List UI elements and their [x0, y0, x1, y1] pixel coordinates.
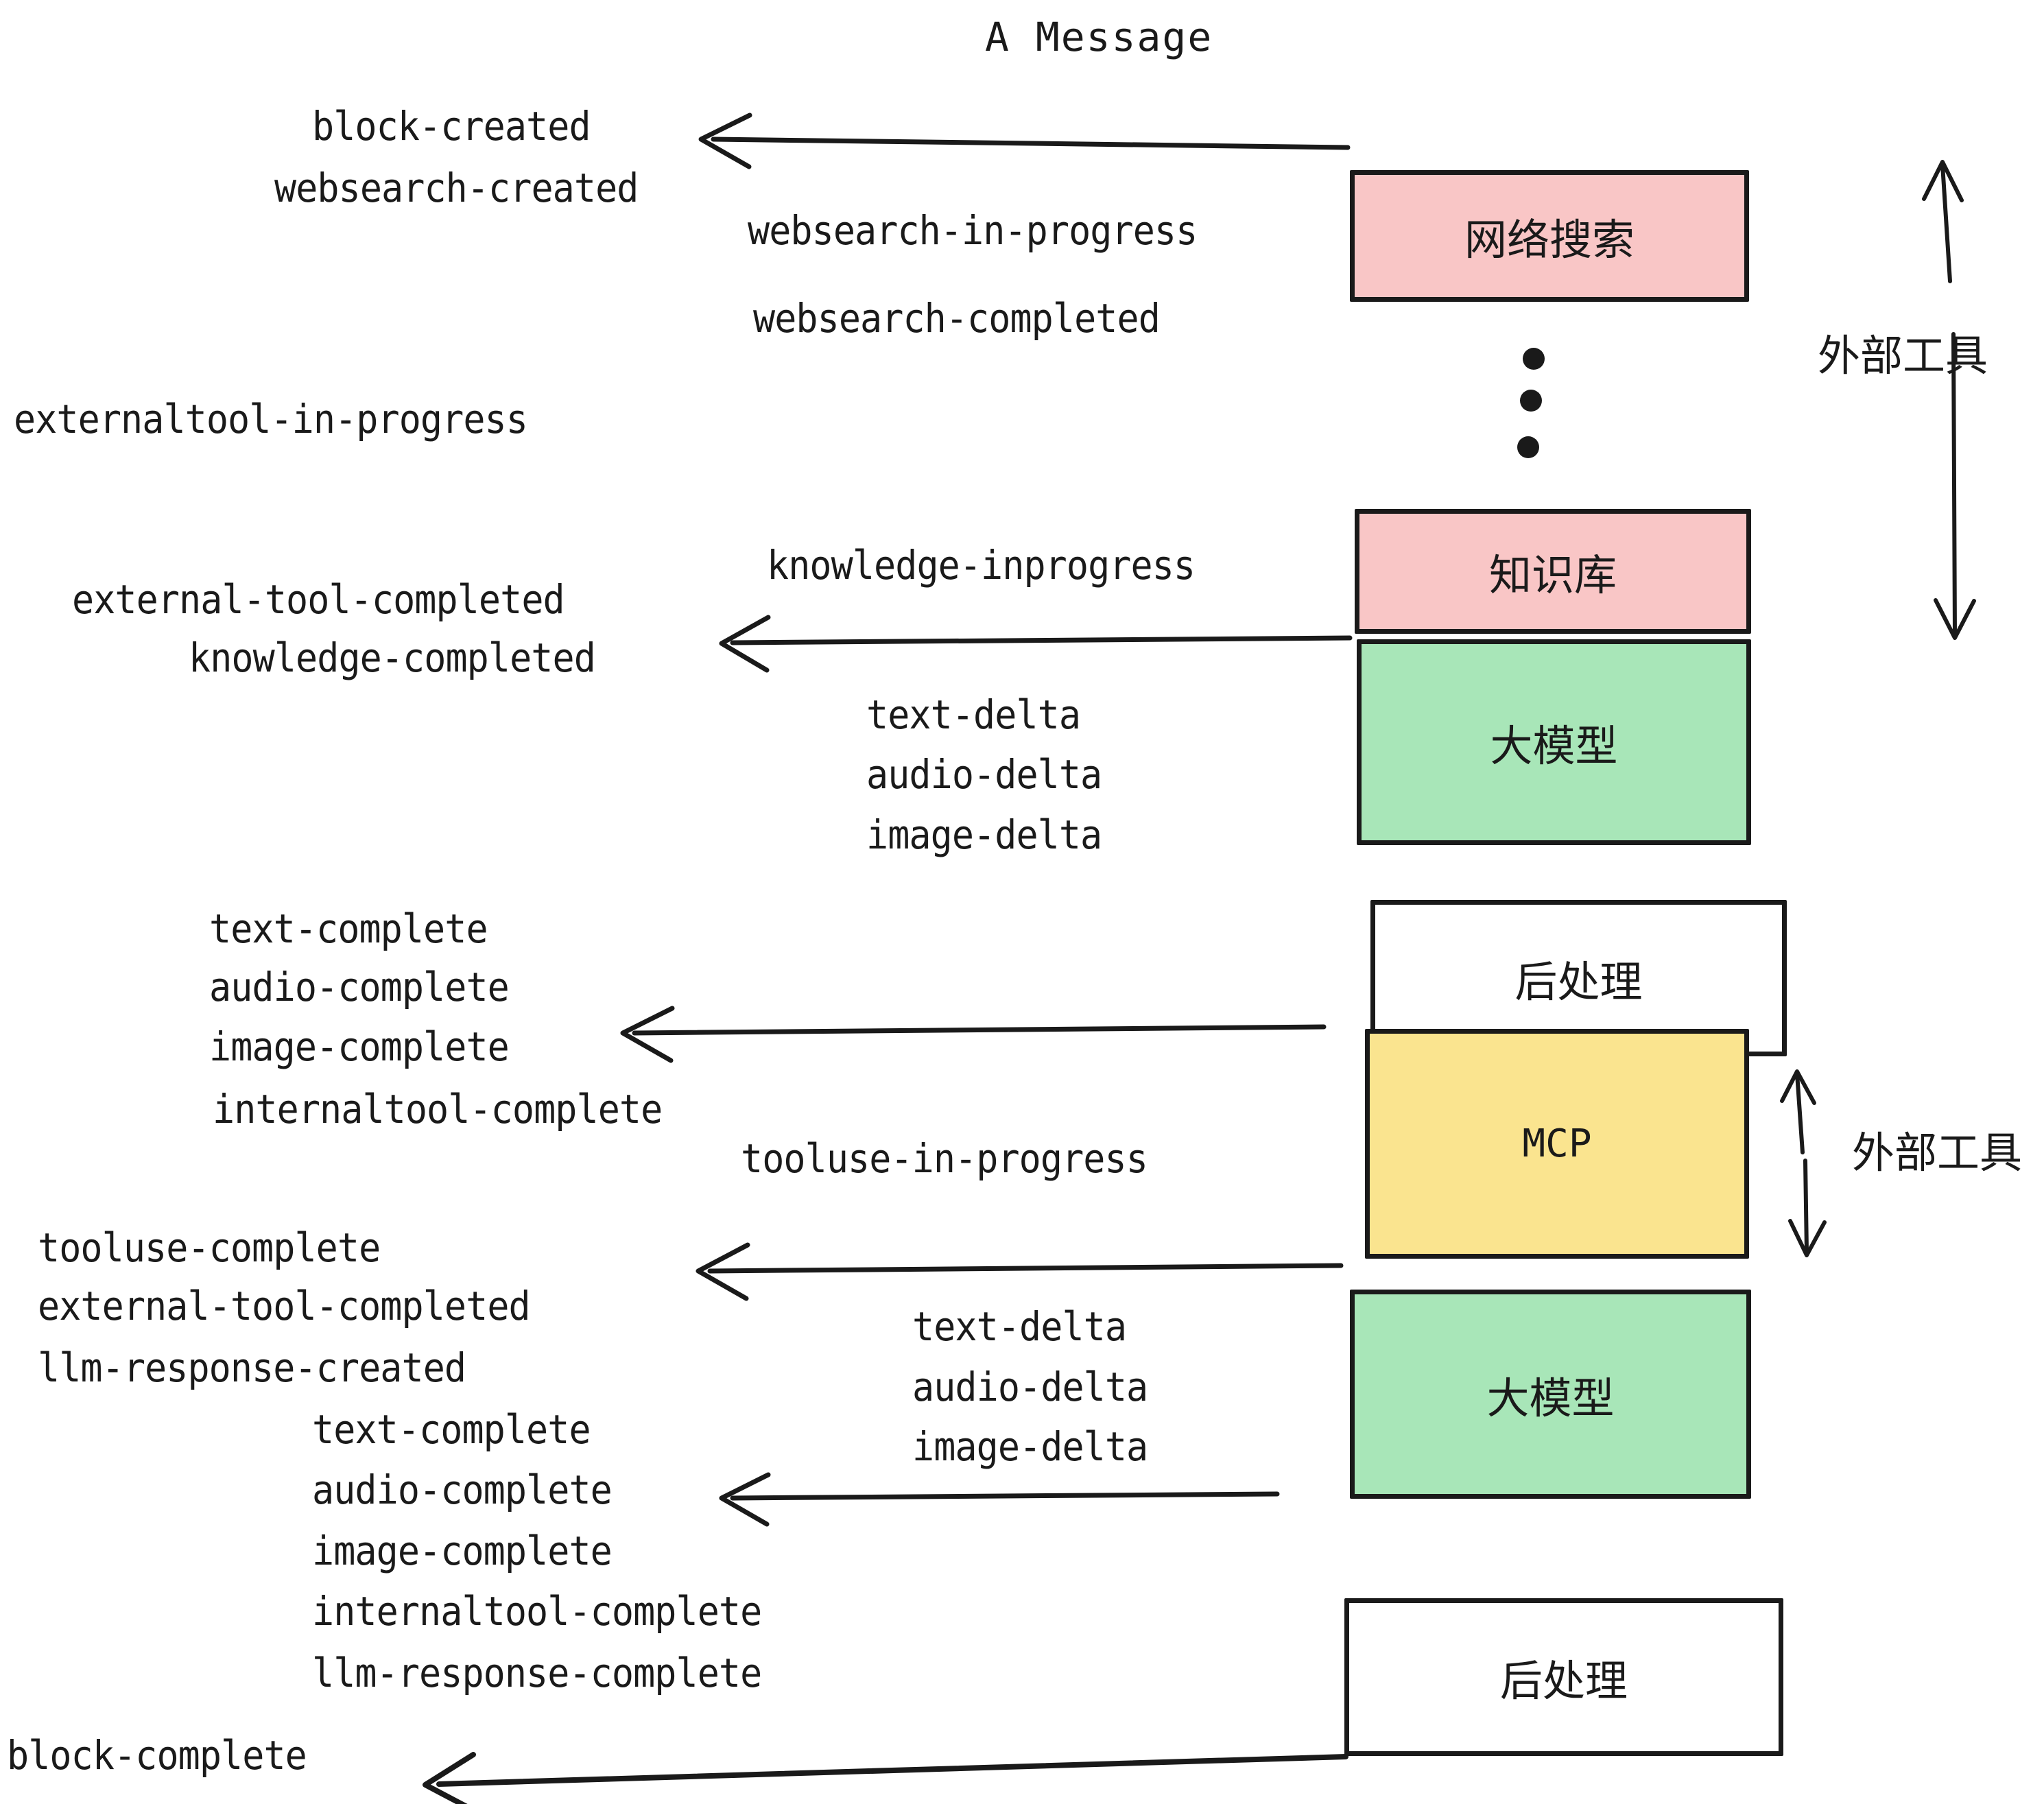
event-text-complete-1: text-complete — [209, 905, 488, 952]
arrow-post1-head — [620, 1006, 675, 1063]
event-text-delta-1: text-delta — [866, 691, 1081, 738]
ellipsis-dot — [1520, 390, 1542, 412]
event-audio-delta-1: audio-delta — [866, 751, 1102, 798]
arrow-post2-out — [436, 1754, 1348, 1787]
arrow-llm2-head — [719, 1472, 771, 1527]
event-knowledge-inprogress: knowledge-inprogress — [767, 542, 1196, 589]
external-tools-arrow-down-2 — [1803, 1159, 1809, 1254]
event-block-created: block-created — [312, 103, 591, 150]
external-tools-arrow-up-2-head — [1780, 1069, 1816, 1105]
event-knowledge-completed: knowledge-completed — [189, 634, 596, 681]
arrow-mcp-out — [707, 1263, 1344, 1274]
event-internaltool-complete-2: internaltool-complete — [312, 1588, 762, 1635]
event-text-complete-2: text-complete — [312, 1406, 591, 1453]
event-audio-delta-2: audio-delta — [912, 1364, 1148, 1410]
arrow-llm2-out — [730, 1491, 1280, 1501]
external-tools-arrow-down-1-head — [1934, 598, 1976, 640]
event-websearch-created: websearch-created — [274, 165, 639, 211]
external-tool-bracket-arrows — [1780, 160, 1976, 1257]
event-audio-complete-2: audio-complete — [312, 1467, 613, 1513]
arrow-websearch-head — [698, 112, 752, 169]
external-tools-arrow-up-2 — [1795, 1071, 1805, 1154]
arrow-post1-out — [632, 1024, 1327, 1036]
external-tools-label-upper: 外部工具 — [1818, 331, 1988, 381]
event-image-complete-1: image-complete — [209, 1023, 510, 1070]
event-external-tool-completed-1: external-tool-completed — [72, 576, 565, 623]
node-llm-1[interactable] — [1357, 639, 1751, 845]
event-externaltool-in-progress: externaltool-in-progress — [14, 396, 528, 442]
ellipsis-dot — [1523, 348, 1545, 370]
node-knowledge[interactable] — [1355, 509, 1751, 634]
external-tools-label-lower: 外部工具 — [1852, 1128, 2023, 1178]
ellipsis-dot — [1517, 436, 1539, 458]
event-external-tool-completed-2: external-tool-completed — [38, 1283, 531, 1329]
arrow-knowledge-head — [719, 615, 771, 673]
event-websearch-in-progress: websearch-in-progress — [748, 207, 1198, 254]
node-postprocess-2[interactable] — [1344, 1598, 1783, 1756]
node-llm-2[interactable] — [1350, 1290, 1751, 1499]
event-tooluse-complete: tooluse-complete — [38, 1224, 381, 1271]
event-llm-response-complete: llm-response-complete — [312, 1650, 762, 1696]
flow-arrows — [423, 112, 1353, 1804]
event-internaltool-complete-1: internaltool-complete — [213, 1086, 663, 1132]
external-tools-arrow-up-1 — [1940, 163, 1952, 283]
node-websearch[interactable] — [1350, 170, 1749, 302]
event-block-complete: block-complete — [7, 1732, 307, 1779]
external-tools-arrow-down-2-head — [1788, 1219, 1827, 1257]
external-tools-arrow-up-1-head — [1922, 160, 1964, 202]
event-image-complete-2: image-complete — [312, 1528, 613, 1574]
arrow-post2-head — [423, 1752, 476, 1804]
arrow-knowledge-out — [730, 635, 1353, 645]
page-title: A Message — [985, 14, 1213, 60]
event-image-delta-1: image-delta — [866, 811, 1102, 858]
event-tooluse-in-progress: tooluse-in-progress — [741, 1135, 1148, 1182]
arrow-websearch-out — [711, 137, 1351, 150]
node-mcp[interactable] — [1365, 1029, 1749, 1259]
external-tools-arrow-down-1 — [1951, 332, 1957, 637]
event-llm-response-created: llm-response-created — [38, 1344, 466, 1391]
event-image-delta-2: image-delta — [912, 1423, 1148, 1470]
event-text-delta-2: text-delta — [912, 1303, 1127, 1350]
event-audio-complete-1: audio-complete — [209, 964, 510, 1010]
arrow-mcp-head — [696, 1242, 750, 1301]
event-websearch-completed: websearch-completed — [753, 295, 1161, 342]
ellipsis-dots — [1517, 348, 1545, 458]
